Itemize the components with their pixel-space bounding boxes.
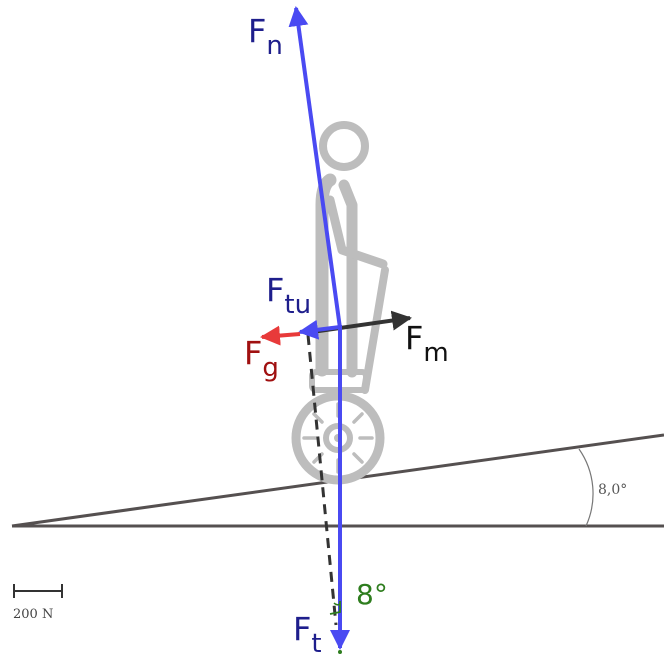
fn-arrow — [288, 6, 342, 329]
force-vectors — [260, 6, 412, 654]
ftu-label: Ftu — [266, 271, 311, 320]
fm-label: Fm — [405, 319, 449, 368]
scale-label: 200 N — [13, 607, 53, 622]
fn-label: Fn — [248, 12, 283, 61]
angle-8-label: 8° — [356, 578, 388, 611]
fg-arrow — [260, 325, 301, 346]
ftu-arrow — [298, 319, 341, 340]
slope-angle-arc — [578, 448, 594, 527]
fg-label: Fg — [244, 334, 279, 383]
angle-arc — [333, 602, 341, 606]
scale-bar — [13, 584, 63, 598]
ft-label: Ft — [293, 610, 322, 659]
gravity-dashed-line — [306, 334, 338, 626]
slope-angle-label: 8,0° — [598, 482, 627, 498]
